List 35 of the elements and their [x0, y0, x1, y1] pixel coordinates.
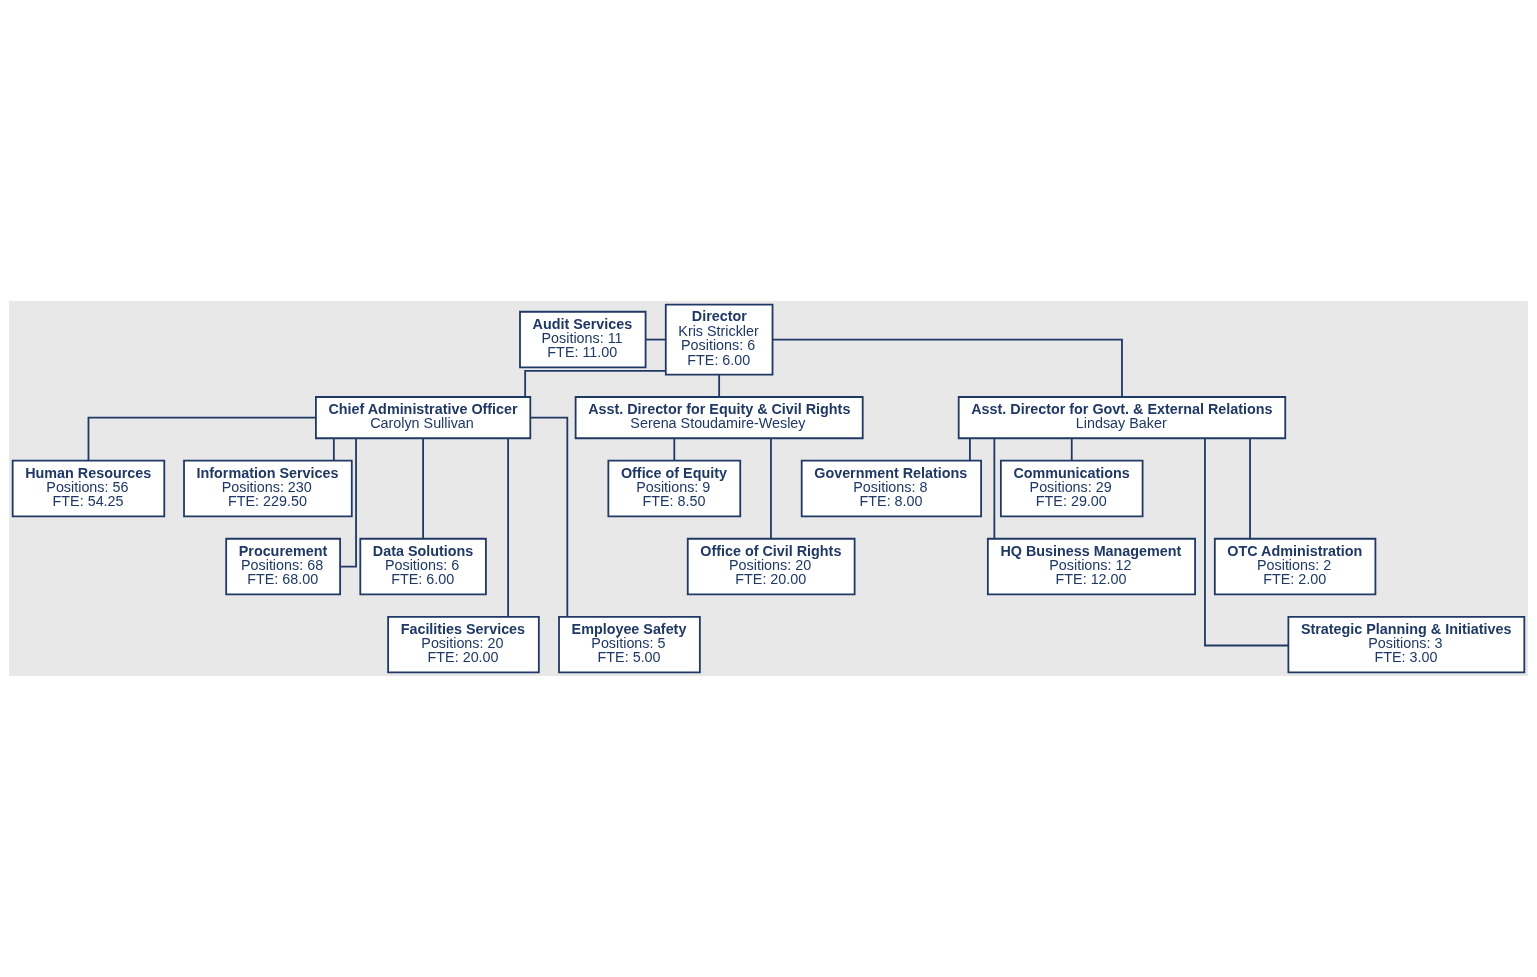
node-box: Facilities Services Positions: 20 FTE: 20.00 — [387, 615, 540, 674]
connector — [718, 373, 721, 398]
node-box: Chief Administrative Officer Carolyn Sullivan — [315, 396, 532, 440]
node-box: Director Kris Strickler Positions: 6 FTE: 6.00 — [664, 303, 774, 376]
node-box: Strategic Planning & Initiatives Positions: 3 FTE: 3.00 — [1287, 615, 1526, 674]
node-box: Audit Services Positions: 11 FTE: 11.00 — [519, 310, 647, 369]
connector — [644, 338, 667, 341]
node-box: Office of Equity Positions: 9 FTE: 8.50 — [607, 459, 742, 518]
connector — [1070, 437, 1073, 462]
node-box: Employee Safety Positions: 5 FTE: 5.00 — [558, 615, 701, 674]
connector — [422, 437, 424, 540]
node-box: Data Solutions Positions: 6 FTE: 6.00 — [359, 537, 487, 596]
node-box: Procurement Positions: 68 FTE: 68.00 — [225, 537, 341, 596]
connector — [339, 437, 357, 568]
connector — [507, 437, 509, 618]
connector — [87, 416, 317, 462]
connector — [332, 437, 335, 462]
node-box: Office of Civil Rights Positions: 20 FTE: 20.00 — [686, 537, 856, 596]
node-box: Asst. Director for Govt. & External Relations Lindsay Baker — [957, 396, 1287, 440]
connector — [770, 437, 772, 540]
connector — [1204, 437, 1290, 647]
node-box: HQ Business Management Positions: 12 FTE: 12.00 — [986, 537, 1196, 596]
node-box: Government Relations Positions: 8 FTE: 8.00 — [800, 459, 982, 518]
connector — [993, 437, 996, 540]
connector — [524, 370, 667, 398]
node-box: OTC Administration Positions: 2 FTE: 2.00 — [1213, 537, 1377, 596]
node-box: Information Services Positions: 230 FTE: 229.50 — [183, 459, 353, 518]
node-box: Asst. Director for Equity & Civil Rights Serena Stoudamire-Wesley — [574, 396, 864, 440]
connector — [529, 416, 569, 618]
connector — [969, 437, 971, 462]
connector — [771, 338, 1123, 398]
connector — [1249, 437, 1251, 540]
node-box: Communications Positions: 29 FTE: 29.00 — [999, 459, 1144, 518]
node-box: Human Resources Positions: 56 FTE: 54.25 — [11, 459, 166, 518]
connector — [673, 437, 676, 462]
